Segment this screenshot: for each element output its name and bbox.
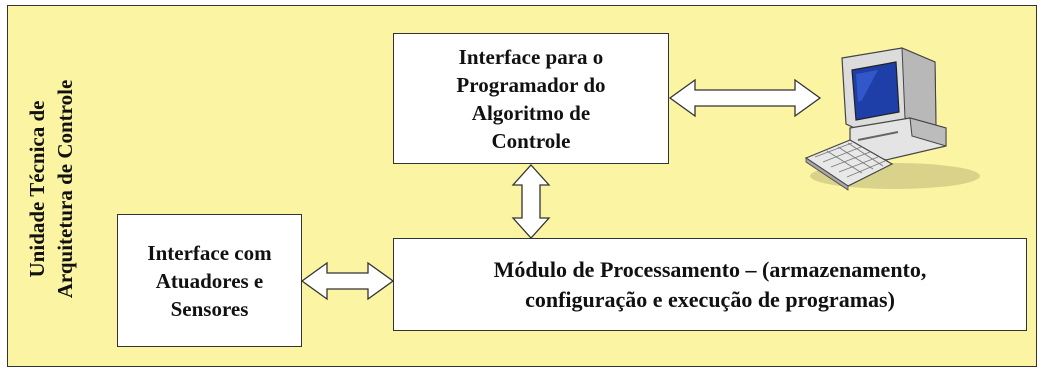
processing-module-box: Módulo de Processamento – (armazenamento… bbox=[393, 238, 1027, 331]
programmer-interface-box: Interface para o Programador do Algoritm… bbox=[393, 33, 669, 164]
vertical-title-line1: Unidade Técnica de bbox=[25, 101, 49, 278]
actuators-interface-line1: Interface com bbox=[147, 240, 272, 265]
actuators-sensors-interface-box: Interface com Atuadores e Sensores bbox=[117, 214, 302, 347]
programmer-interface-line2: Programador do bbox=[456, 72, 606, 97]
programmer-interface-line3: Algoritmo de bbox=[471, 100, 591, 125]
vertical-title-line2: Arquitetura de Controle bbox=[53, 80, 77, 299]
programmer-interface-line1: Interface para o bbox=[458, 44, 604, 69]
processing-module-line2: configuração e execução de programas) bbox=[525, 286, 895, 312]
vertical-title: Unidade Técnica de Arquitetura de Contro… bbox=[22, 44, 82, 334]
processing-module-line1: Módulo de Processamento – (armazenamento… bbox=[493, 256, 927, 282]
actuators-interface-line2: Atuadores e bbox=[155, 268, 264, 293]
programmer-interface-line4: Controle bbox=[491, 128, 571, 153]
actuators-interface-line3: Sensores bbox=[170, 296, 249, 321]
